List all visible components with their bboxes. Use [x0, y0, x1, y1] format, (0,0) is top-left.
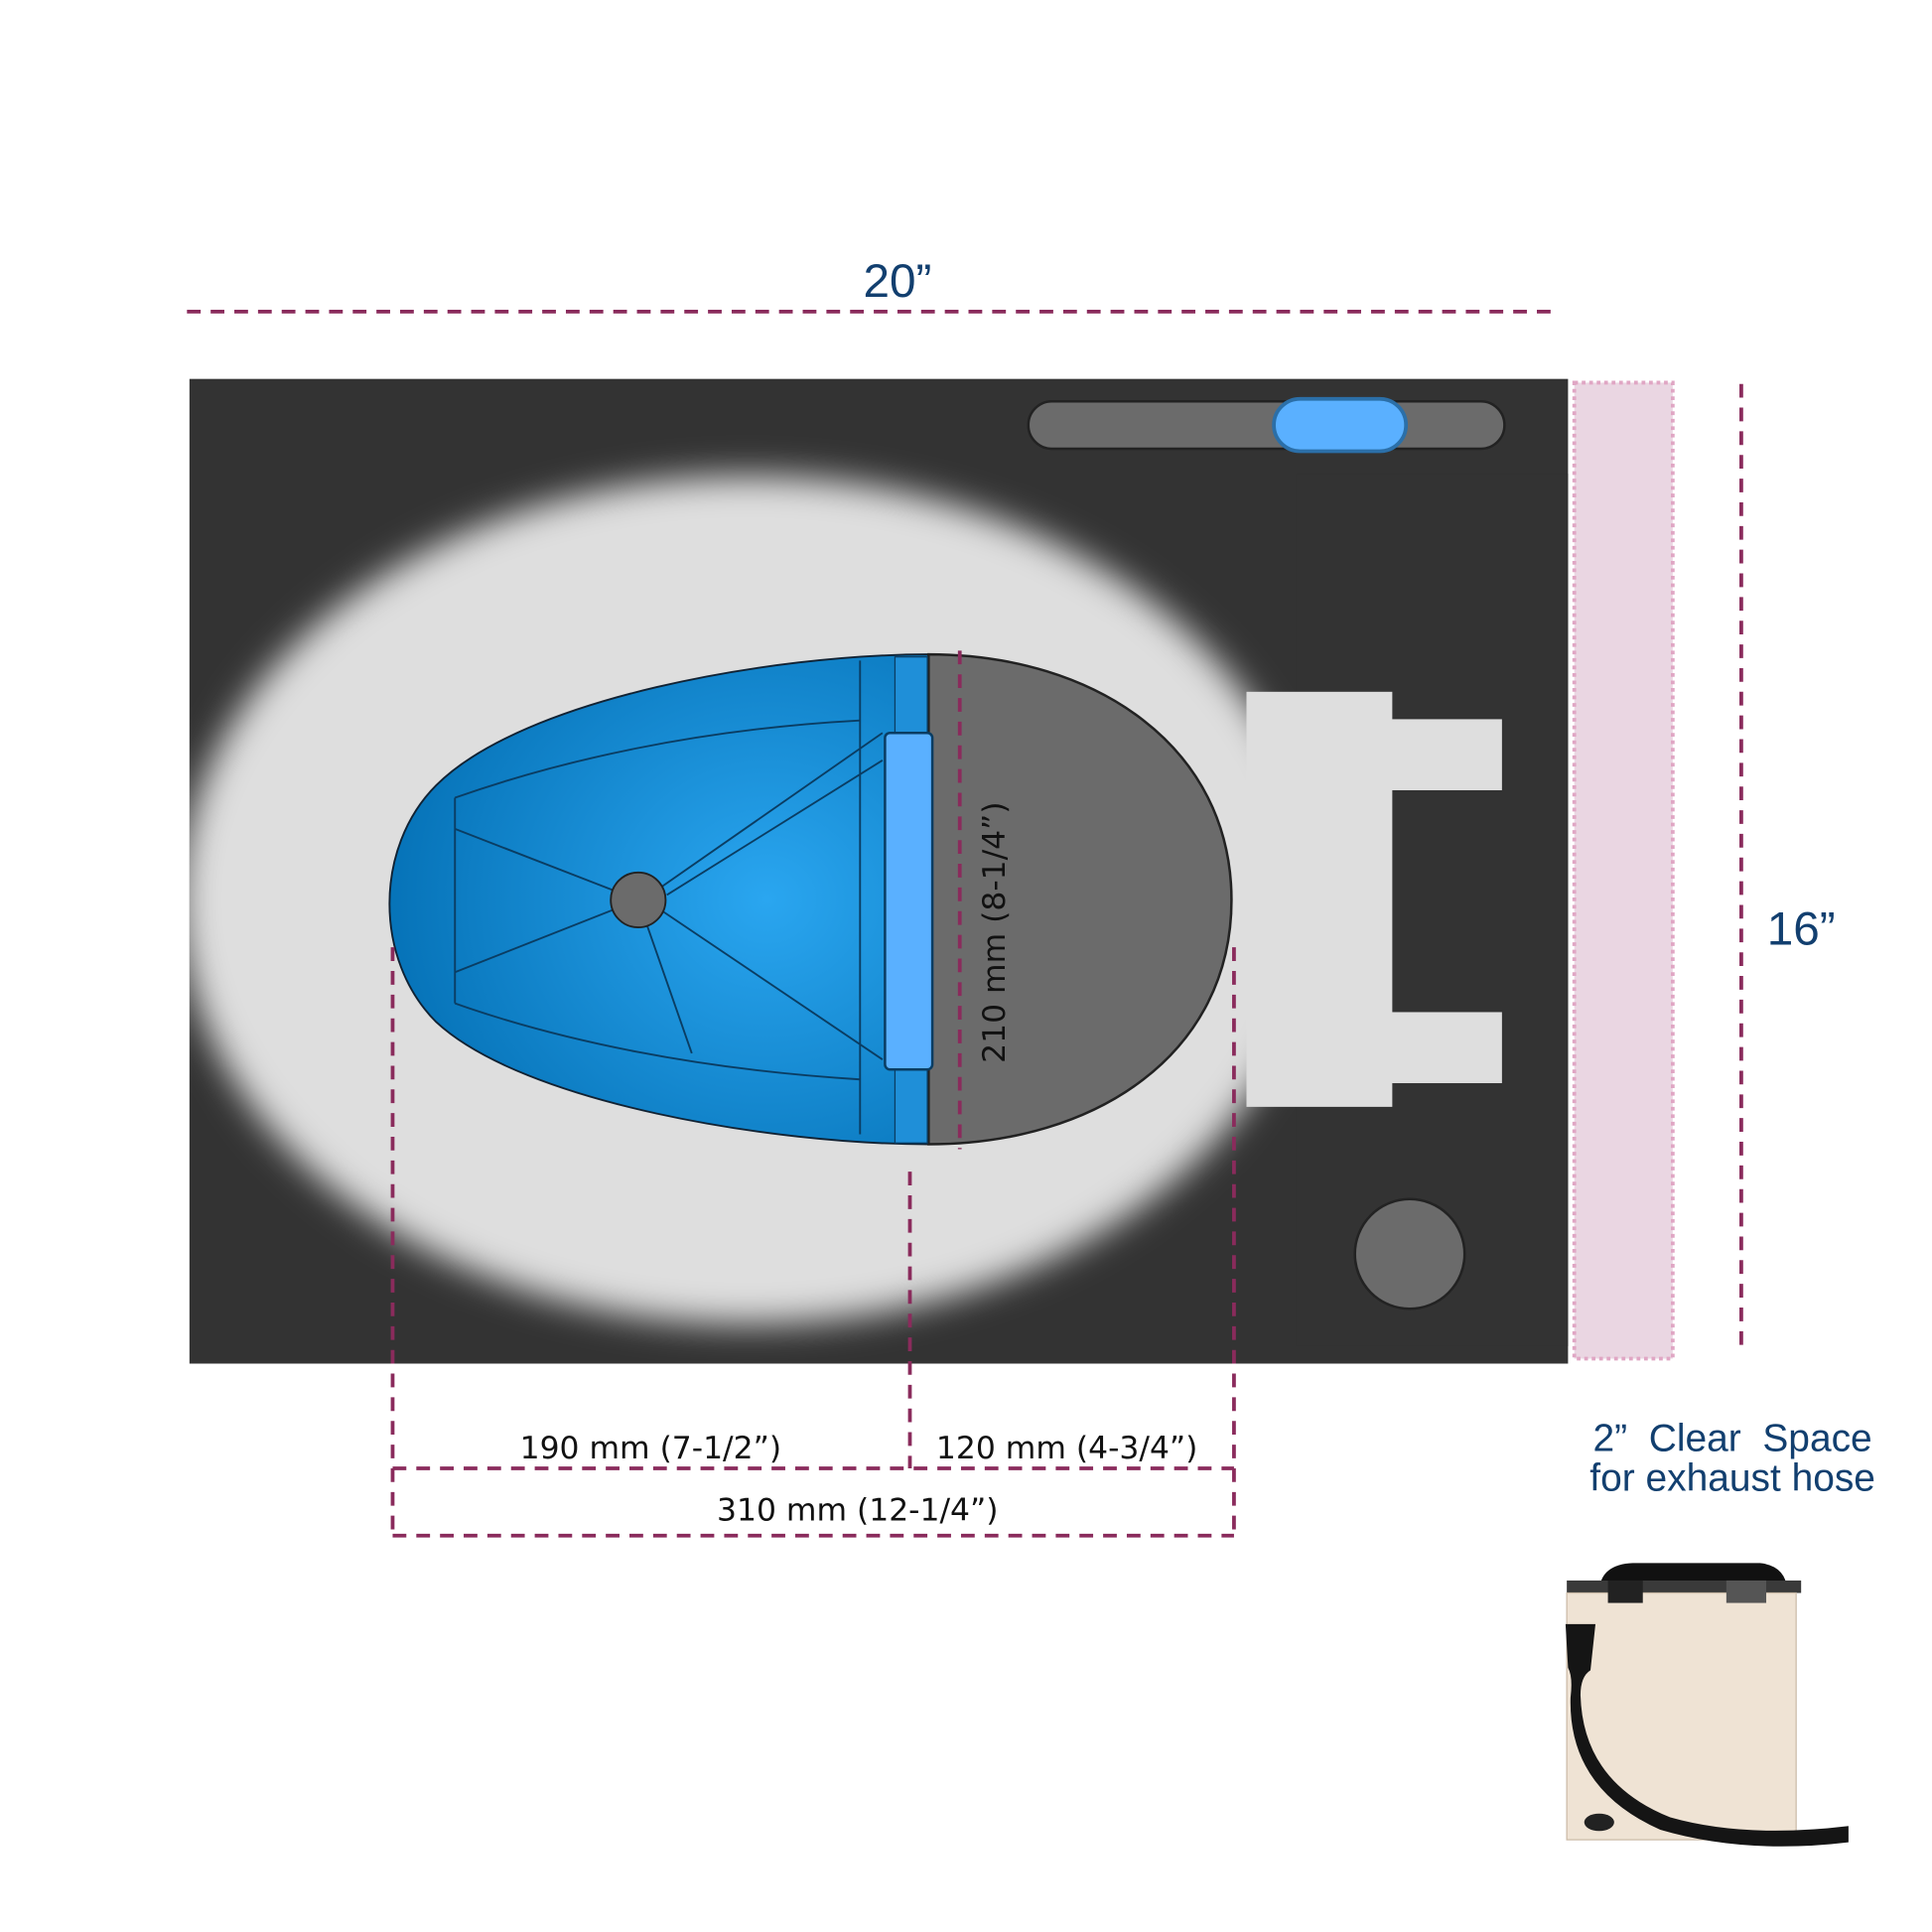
flush-slider-handle[interactable] [1272, 396, 1409, 454]
depth-label: 16” [1767, 903, 1836, 956]
width-label: 20” [863, 255, 931, 308]
front-to-center-label: 190 mm (7-1/2”) [520, 1431, 781, 1466]
drain-hole [610, 871, 667, 929]
vent-port [1353, 1197, 1466, 1311]
opening-width-label: 210 mm (8-1/4”) [977, 801, 1013, 1062]
exhaust-hose-photo [1565, 1563, 1849, 1847]
clear-space-zone [1572, 380, 1675, 1361]
clearance-note-line2: for exhaust hose [1589, 1457, 1875, 1500]
opening-length-label: 310 mm (12-1/4”) [717, 1493, 998, 1529]
flush-slider-track[interactable] [1027, 400, 1506, 451]
clearance-note-line1: 2” Clear Space [1593, 1417, 1872, 1459]
center-to-rear-label: 120 mm (4-3/4”) [936, 1431, 1197, 1466]
bowl-opening [388, 652, 1233, 1146]
separator-flap [884, 731, 934, 1071]
